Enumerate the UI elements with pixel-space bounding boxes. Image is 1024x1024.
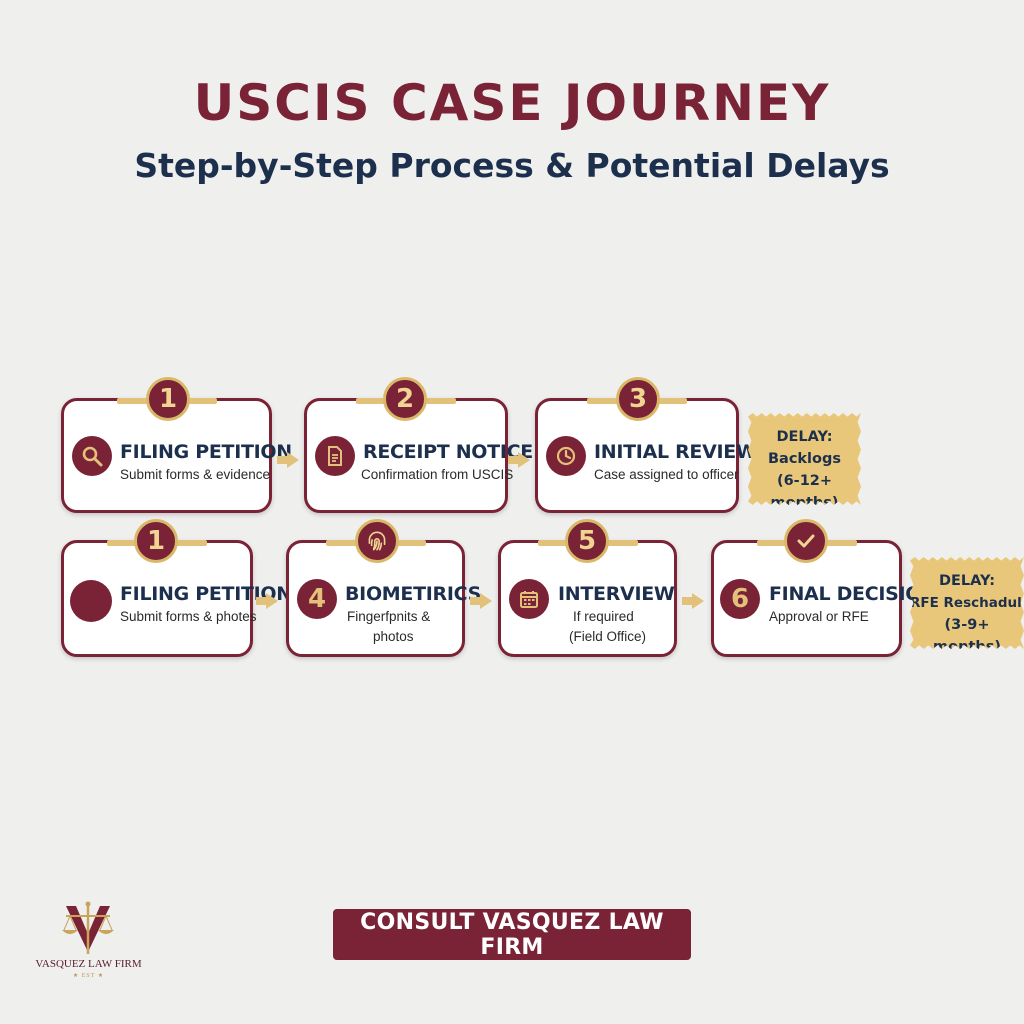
step-title: INTERVIEW <box>558 583 675 605</box>
flow-arrow <box>682 593 704 609</box>
delay-reason: RFE Reschadulng <box>910 595 1024 611</box>
fingerprint-icon <box>355 519 399 563</box>
step-subtitle: Case assigned to officer <box>594 467 739 482</box>
page-title: USCIS CASE JOURNEY <box>193 74 831 132</box>
delay-callout-rfe: DELAY: RFE Reschadulng (3-9+ months) <box>910 557 1024 649</box>
step-subtitle: Submit forms & evidence <box>120 467 271 482</box>
step-subtitle-line: (Field Office) <box>569 629 647 644</box>
consult-button[interactable]: CONSULT VASQUEZ LAW FIRM <box>333 909 691 960</box>
step-title: BIOMETIRICS <box>345 583 481 605</box>
document-icon <box>315 436 355 476</box>
page-subtitle: Step-by-Step Process & Potential Delays <box>134 146 890 185</box>
delay-duration: (3-9+ months) <box>933 617 1001 655</box>
blank-circle-icon <box>70 580 112 622</box>
delay-label: DELAY: <box>938 573 996 589</box>
flow-arrow <box>508 452 530 468</box>
step-title: FILING PETITION <box>120 441 292 463</box>
step-subtitle: Approval or RFE <box>769 609 869 624</box>
step-subtitle-line: If required <box>573 609 634 624</box>
law-firm-logo: VASQUEZ LAW FIRM ★ EST ★ <box>26 900 151 980</box>
delay-label: DELAY: <box>776 429 833 445</box>
step-number-badge: 3 <box>616 377 660 421</box>
step-title: FINAL DECISION <box>769 583 937 605</box>
magnifier-icon <box>72 436 112 476</box>
logo-tagline: ★ EST ★ <box>72 973 105 979</box>
step-title: FILING PETITION <box>120 583 292 605</box>
step-number-badge: 1 <box>134 519 178 563</box>
step-subtitle: Confirmation from USCIS <box>361 467 514 482</box>
step-number-badge: 5 <box>565 519 609 563</box>
calendar-icon <box>509 579 549 619</box>
step-number-badge: 1 <box>146 377 190 421</box>
step-title: INITIAL REVIEW <box>594 441 757 463</box>
step-number-badge: 2 <box>383 377 427 421</box>
flow-arrow <box>256 593 278 609</box>
delay-reason: Backlogs <box>767 451 842 467</box>
logo-firm-name: VASQUEZ LAW FIRM <box>35 958 142 970</box>
flow-arrow <box>277 452 299 468</box>
delay-callout-backlogs: DELAY: Backlogs (6-12+ months) <box>748 413 861 505</box>
step-subtitle: Submit forms & photes <box>120 609 257 624</box>
step-number-circle: 6 <box>720 579 760 619</box>
flow-arrow <box>470 593 492 609</box>
clock-icon <box>546 436 586 476</box>
step-title: RECEIPT NOTICE <box>363 441 533 463</box>
step-subtitle-line: photos <box>373 629 414 644</box>
step-subtitle-line: Fingerfpnits & <box>347 609 431 624</box>
checkmark-icon <box>784 519 828 563</box>
scales-of-justice-icon <box>62 901 114 954</box>
step-number-circle: 4 <box>297 579 337 619</box>
delay-duration: (6-12+ months) <box>770 473 839 511</box>
